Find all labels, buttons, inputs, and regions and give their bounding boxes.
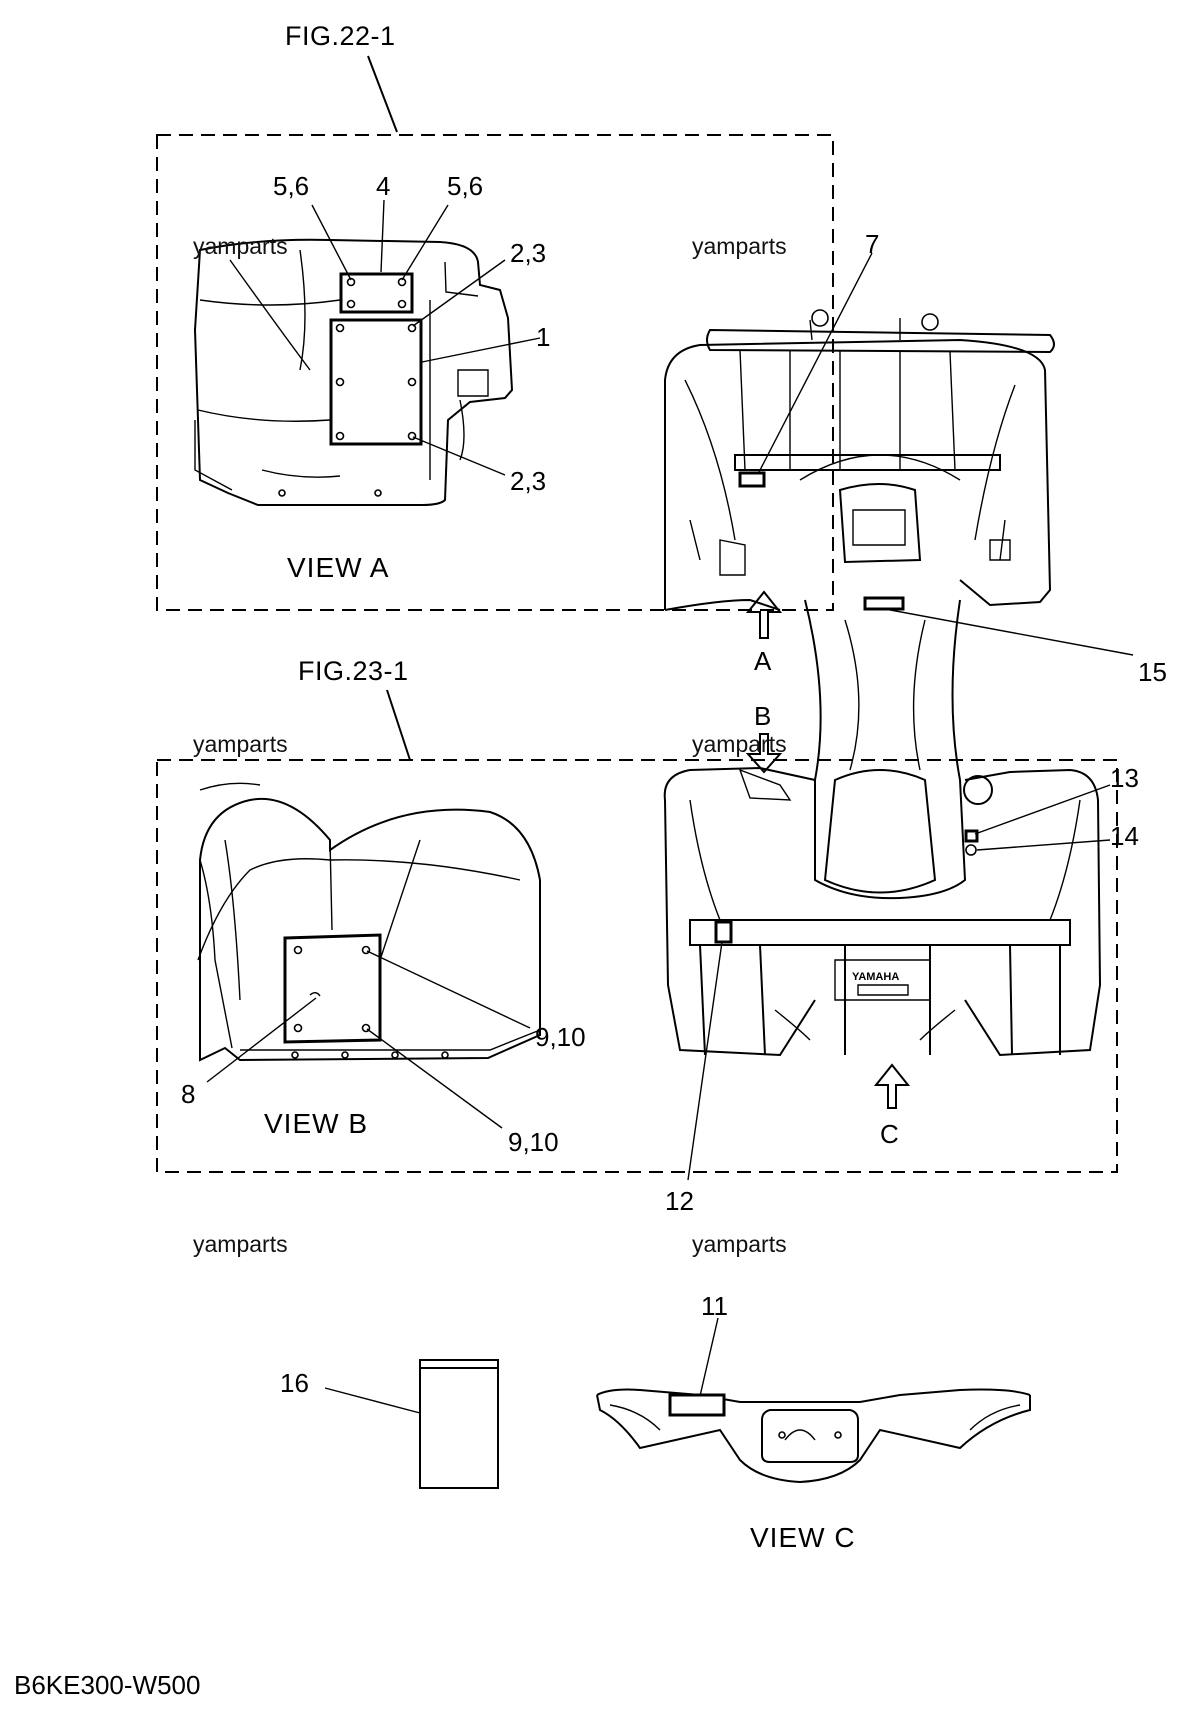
callout-12[interactable]: 12 — [665, 1186, 694, 1216]
fig-23-leader — [386, 689, 411, 761]
leader-2-3-top — [412, 259, 506, 327]
item-16-booklet[interactable] — [419, 1359, 499, 1489]
view-a-frame — [156, 134, 834, 611]
callout-1[interactable]: 1 — [536, 322, 550, 352]
arrow-c-icon[interactable] — [873, 1063, 911, 1109]
fig-23-ref[interactable]: FIG.23-1 — [298, 656, 409, 686]
view-c-rear-drawing — [596, 1388, 1031, 1484]
atv-top-view-drawing: YAMAHA — [663, 309, 1102, 1057]
view-a-label[interactable]: VIEW A — [287, 552, 389, 583]
arrow-b-icon[interactable] — [745, 733, 783, 774]
watermark: yamparts — [692, 731, 787, 757]
callout-16[interactable]: 16 — [280, 1368, 309, 1398]
drawing-code: B6KE300-W500 — [14, 1670, 200, 1700]
view-c-label[interactable]: VIEW C — [750, 1522, 856, 1553]
leader-1 — [421, 337, 541, 363]
callout-8[interactable]: 8 — [181, 1079, 195, 1109]
callout-2-3-bottom[interactable]: 2,3 — [510, 466, 546, 496]
view-b-label[interactable]: VIEW B — [264, 1108, 368, 1139]
leader-13 — [974, 784, 1111, 835]
callout-9-10-bottom[interactable]: 9,10 — [508, 1127, 559, 1157]
callout-9-10-top[interactable]: 9,10 — [535, 1022, 586, 1052]
callout-11[interactable]: 11 — [701, 1291, 728, 1321]
watermark: yamparts — [692, 1231, 787, 1257]
leader-11 — [699, 1317, 719, 1397]
callout-4[interactable]: 4 — [376, 171, 390, 201]
leader-15 — [884, 608, 1134, 656]
view-b-seat-drawing — [197, 782, 541, 1062]
decal-1[interactable] — [329, 318, 423, 446]
decal-13[interactable] — [964, 829, 979, 843]
fig-22-ref[interactable]: FIG.22-1 — [285, 21, 396, 51]
fig-22-leader — [367, 55, 398, 133]
leader-9-10-top — [366, 950, 531, 1029]
decal-15[interactable] — [863, 596, 905, 611]
arrow-a-icon[interactable] — [745, 590, 783, 639]
decal-14[interactable] — [965, 844, 977, 856]
arrow-b-label[interactable]: B — [754, 701, 771, 731]
callout-5-6-right[interactable]: 5,6 — [447, 171, 483, 201]
leader-9-10-bottom — [366, 1028, 503, 1129]
decal-12[interactable] — [714, 920, 733, 944]
leader-4 — [380, 199, 385, 273]
yamaha-emblem: YAMAHA — [852, 971, 899, 983]
callout-14[interactable]: 14 — [1110, 821, 1139, 851]
leader-5-6-right — [401, 204, 449, 281]
leader-7 — [757, 252, 873, 475]
callout-2-3-top[interactable]: 2,3 — [510, 238, 546, 268]
watermark: yamparts — [692, 233, 787, 259]
watermark: yamparts — [193, 233, 288, 259]
leader-16 — [324, 1387, 421, 1414]
watermark: yamparts — [193, 731, 288, 757]
watermark: yamparts — [193, 1231, 288, 1257]
callout-15[interactable]: 15 — [1138, 657, 1167, 687]
leader-8 — [206, 997, 317, 1083]
view-a-panel-drawing — [193, 238, 514, 506]
callout-7[interactable]: 7 — [865, 229, 879, 259]
leader-5-6-left — [311, 204, 352, 281]
callout-13[interactable]: 13 — [1110, 763, 1139, 793]
leader-14 — [976, 839, 1111, 851]
decal-7[interactable] — [738, 471, 766, 488]
decal-11[interactable] — [668, 1393, 726, 1417]
view-b-frame — [156, 759, 1118, 1173]
arrow-a-label[interactable]: A — [754, 646, 772, 676]
decal-8[interactable] — [283, 933, 382, 1044]
leader-2-3-bottom — [412, 436, 506, 476]
arrow-c-label[interactable]: C — [880, 1119, 899, 1149]
callout-5-6-left[interactable]: 5,6 — [273, 171, 309, 201]
leader-12 — [687, 941, 723, 1181]
